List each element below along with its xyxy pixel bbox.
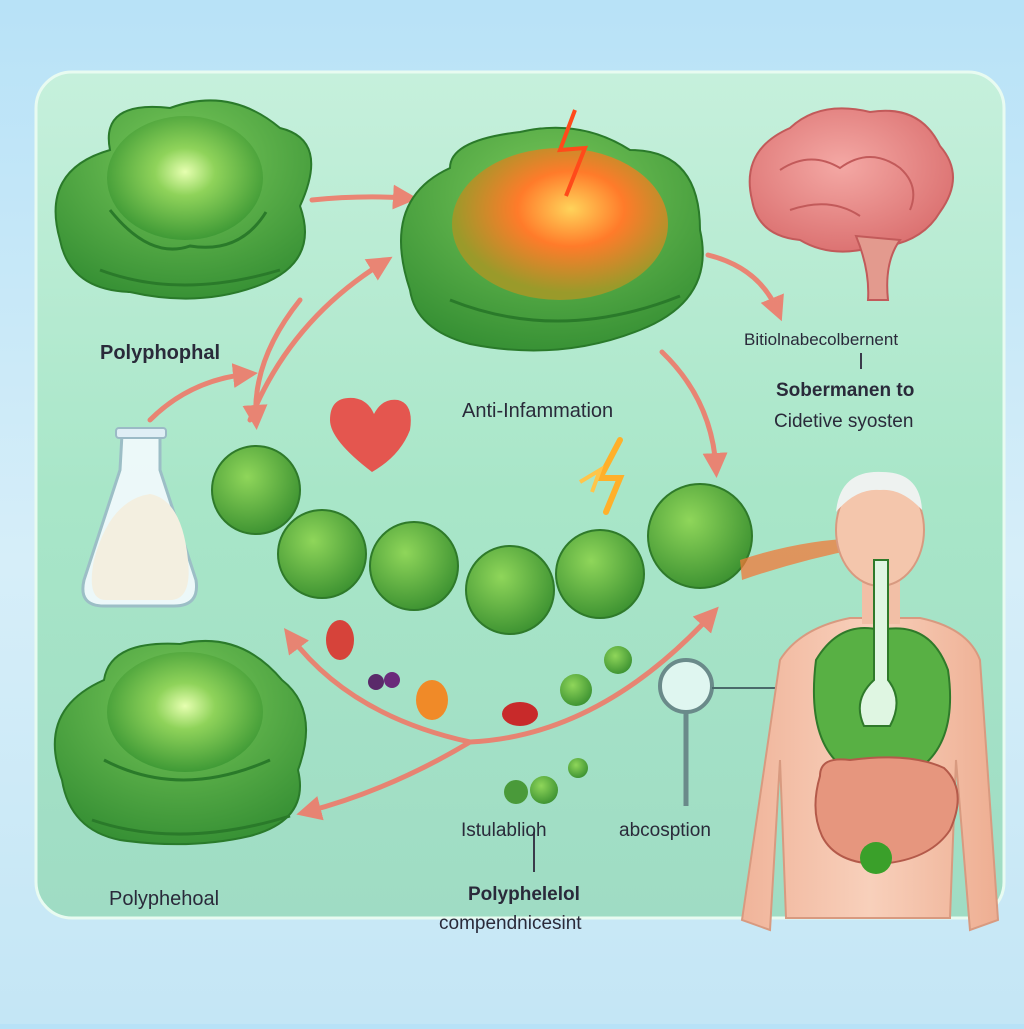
sparkle-icon: [578, 437, 625, 515]
mini-broccoli-1: [560, 674, 592, 706]
cabbage-top-left: [54, 99, 313, 300]
label-absorption: abcosption: [619, 820, 711, 841]
broccoli-row: [211, 445, 753, 635]
label-polyphenol-top: Polyphophal: [100, 342, 220, 364]
label-compound-line1: Polyphelelol: [468, 884, 580, 905]
arrow-cycle-up: [247, 256, 393, 423]
arrow-bottom-loop: [467, 606, 719, 745]
heart-icon: [330, 397, 411, 472]
small-food-items: [326, 620, 632, 804]
broccoli-4: [465, 545, 555, 635]
broccoli-5: [555, 529, 645, 619]
label-brain-line3: Cidetive syosten: [774, 411, 914, 432]
green-ball: [860, 842, 892, 874]
arrow-to-brain: [705, 252, 784, 322]
intestines: [814, 756, 959, 866]
label-istulablioh: Istulablioh: [461, 820, 547, 841]
broccoli-6: [647, 483, 753, 589]
hair: [836, 471, 922, 512]
label-polyphenol-bottom: Polyphehoal: [109, 888, 220, 910]
broccoli-1: [211, 445, 301, 535]
brain-illustration: [748, 107, 954, 301]
berry-1: [368, 674, 384, 690]
mini-broccoli-2: [604, 646, 632, 674]
stomach-tube: [858, 559, 898, 727]
label-brain-line2: Sobermanen to: [776, 380, 915, 401]
cabbage-bottom-left: [53, 640, 308, 846]
label-brain-divider: [860, 353, 862, 369]
label-compound-line2: compendnicesint: [439, 913, 582, 934]
particle-spray: [740, 538, 862, 580]
arrow-bottom-back: [283, 628, 473, 745]
arrow-top-left-to-center: [309, 184, 418, 210]
red-bean: [326, 620, 354, 660]
arrow-cycle-down: [242, 297, 303, 430]
mini-leaf: [504, 780, 528, 804]
red-capsule: [502, 702, 538, 726]
flow-arrows: [147, 184, 784, 821]
arrow-bottom-left: [296, 739, 473, 821]
berry-2: [384, 672, 400, 688]
cabbage-inflamed: [400, 109, 704, 352]
label-brain-line1: Bitiolnabecolbernent: [744, 330, 899, 349]
orange-drop: [416, 680, 448, 720]
magnifier-icon: [533, 658, 790, 872]
mini-broccoli-4: [568, 758, 588, 778]
arrow-to-right: [659, 349, 728, 478]
broccoli-2: [277, 509, 367, 599]
mini-broccoli-3: [530, 776, 558, 804]
arrow-flask: [147, 363, 258, 423]
human-figure: [740, 471, 1000, 932]
broccoli-3: [369, 521, 459, 611]
label-anti-inflammation: Anti-Infammation: [462, 400, 614, 422]
flask-illustration: [81, 427, 199, 608]
